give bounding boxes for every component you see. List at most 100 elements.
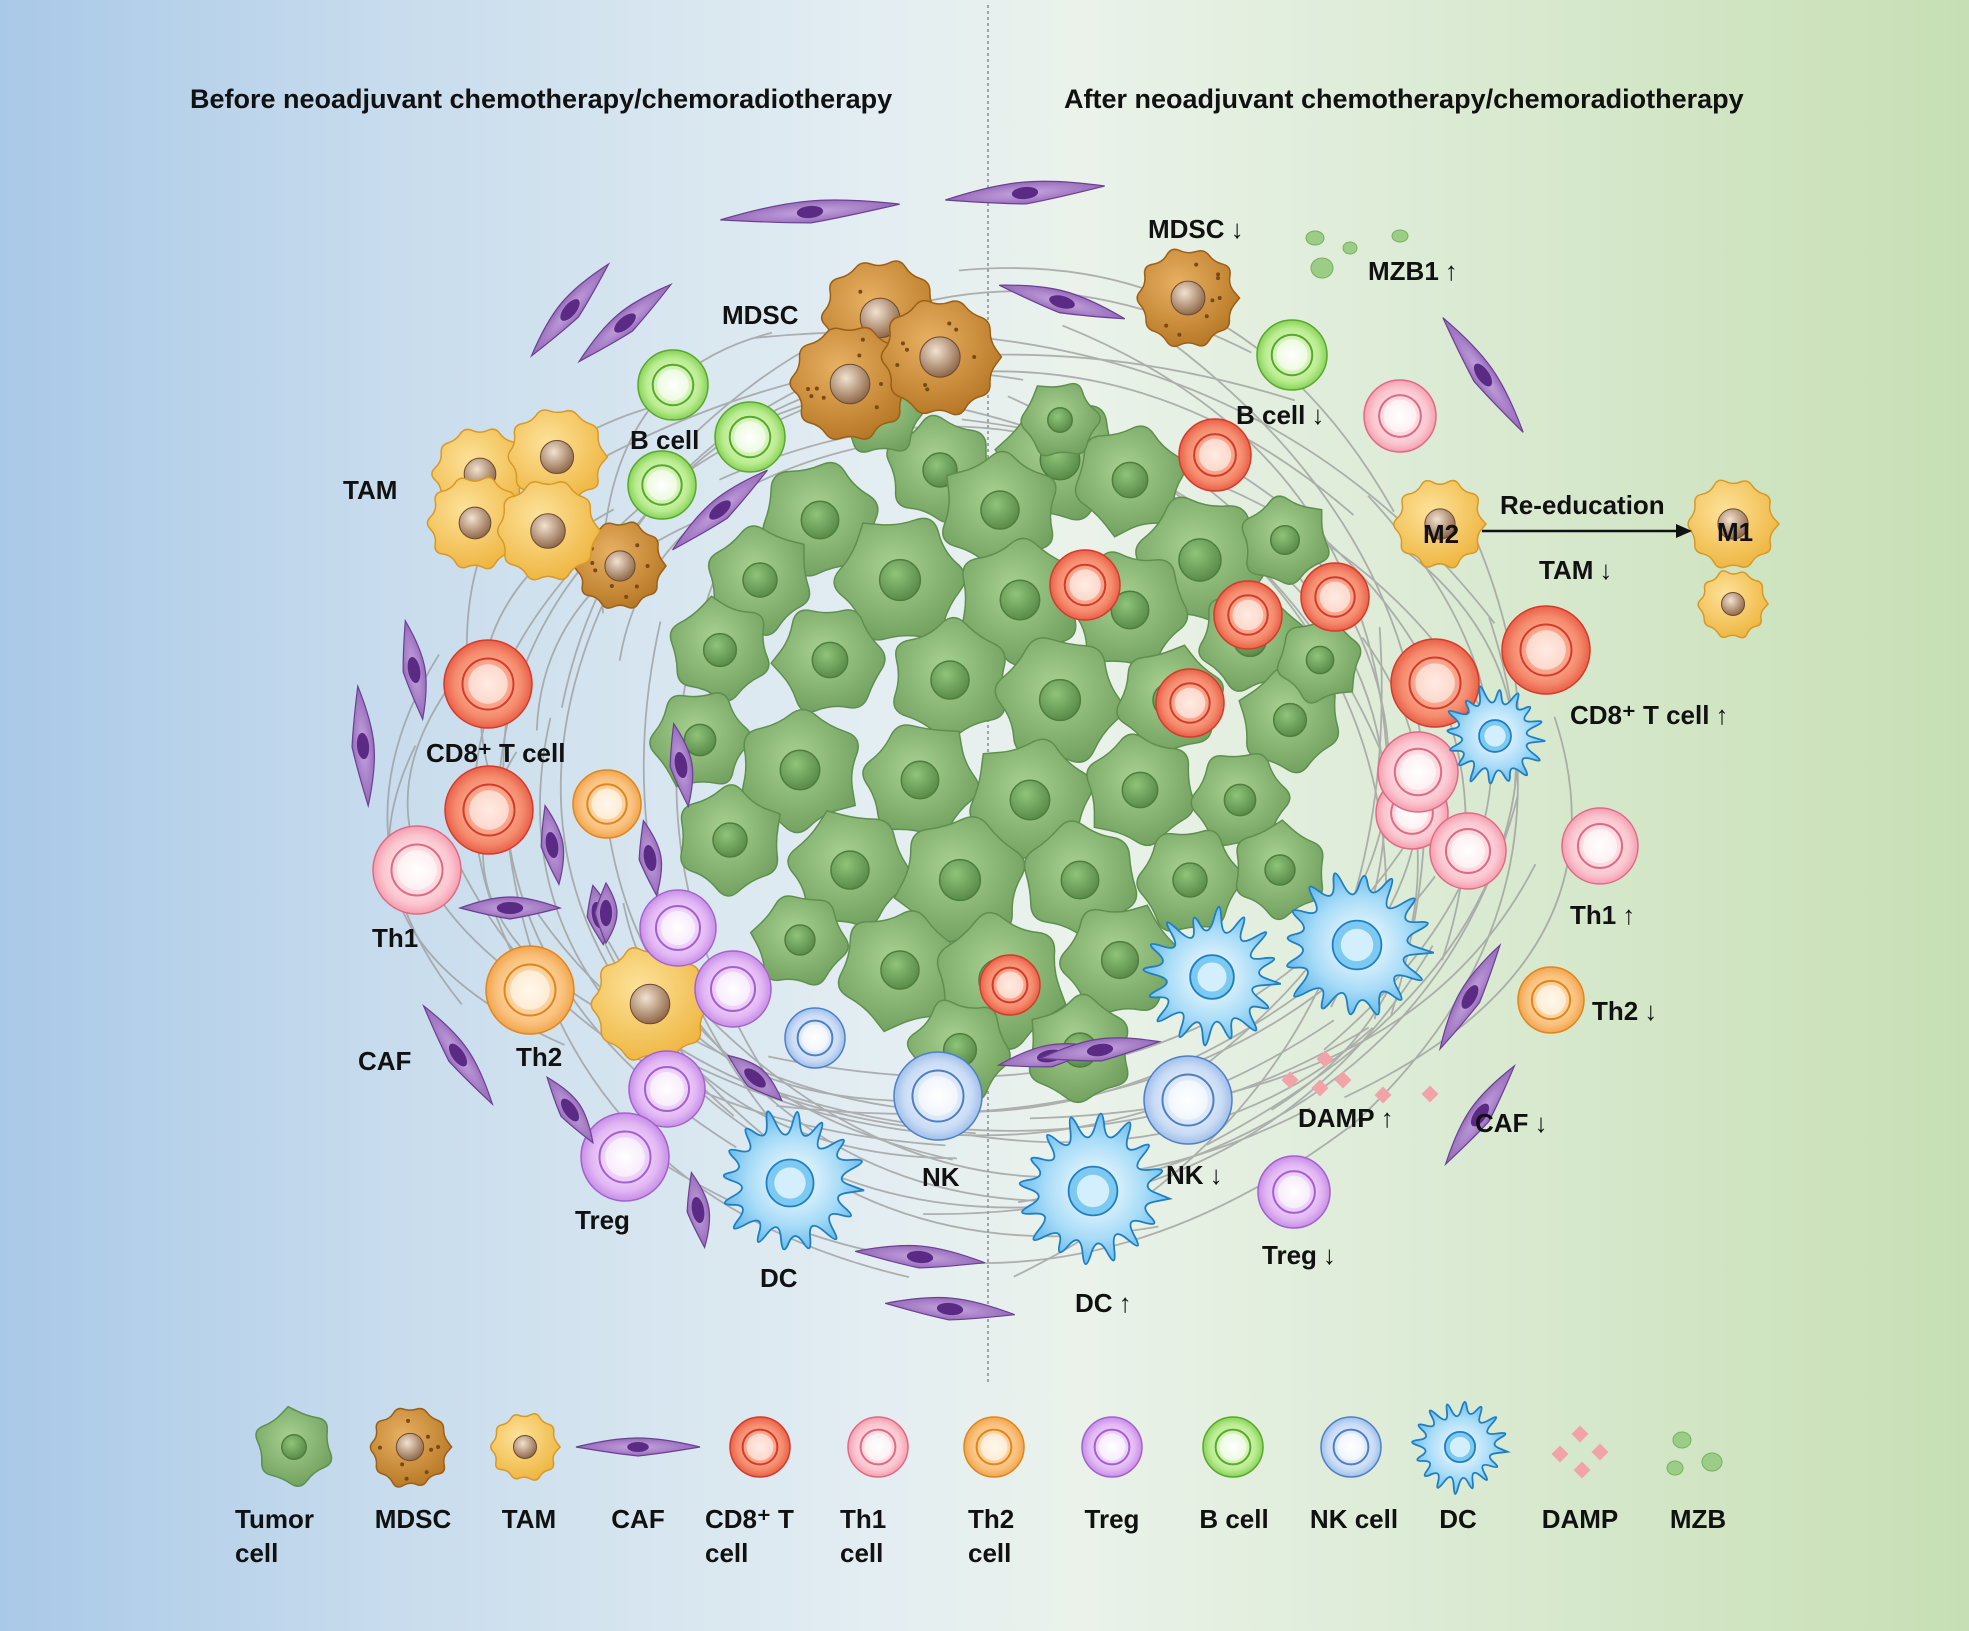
caf-cell [686,1171,711,1250]
dc-cell [1446,685,1546,785]
matrix-fiber [642,621,781,1132]
b-cell [637,349,709,421]
label-re-education: Re-education [1500,490,1665,520]
matrix-fiber [691,1019,1335,1137]
tumor-cell [1059,904,1182,1016]
label-mdsc-after-text: MDSC [1148,214,1225,244]
caf-cell [1442,317,1524,433]
label-cd8-after-text: CD8⁺ T cell [1570,700,1710,730]
label-bcell-after: B cell↓ [1236,400,1324,430]
matrix-fiber [923,945,1434,1215]
nk-cell [893,1051,983,1141]
b-cell [627,450,697,520]
mdsc-cell [1136,248,1241,348]
tumor-cell [787,810,912,927]
label-treg-after: Treg↓ [1262,1240,1336,1270]
mdsc-cell [574,521,667,609]
treg-cell [580,1112,670,1202]
tumor-cell [770,609,886,713]
th2-cell [1517,966,1585,1034]
arrow-down-icon: ↓ [1311,400,1325,430]
treg-cell [639,889,717,967]
b-cell [714,401,786,473]
dc-cell [1142,905,1282,1047]
damp-particle [1551,1445,1569,1463]
legend-cd8 [729,1416,791,1478]
caf-cell [575,1437,701,1457]
legend-th1 [847,1416,909,1478]
caf-cell [945,180,1105,205]
mzb-particle [1666,1460,1684,1476]
arrow-down-icon: ↓ [1534,1108,1548,1138]
caf-cell [638,819,663,898]
label-dc-before: DC [760,1263,798,1293]
mdsc-cell [880,299,1003,416]
matrix-fiber [1348,617,1519,1129]
cd8-t-cell [1390,638,1480,728]
label-mzb1-after: MZB1↑ [1368,256,1458,286]
tam-cell [490,1412,562,1481]
legend-label-cd8: CD8⁺ T cell [705,1504,794,1568]
cd8-t-cell [444,765,534,855]
cd8-t-cell [1155,668,1225,738]
label-nk-after-text: NK [1166,1160,1204,1190]
label-m1: M1 [1717,517,1754,547]
cd8-t-cell [1049,549,1121,621]
tumor-cell [893,816,1026,943]
tumor-cell [680,784,782,897]
arrow-up-icon: ↑ [1715,700,1729,730]
arrow-up-icon: ↑ [1118,1288,1132,1318]
treg-cell [694,950,772,1028]
caf-cell [720,199,900,224]
label-dc-after: DC↑ [1075,1288,1132,1318]
arrow-down-icon: ↓ [1599,555,1613,585]
caf-cell [402,618,427,722]
caf-cell [457,896,563,920]
caf-cell [1038,1037,1162,1062]
dc-cell [1018,1112,1173,1266]
nk-cell [1143,1055,1233,1145]
arrow-down-icon: ↓ [1209,1160,1223,1190]
tumor-cell [994,637,1129,763]
label-m2: M2 [1423,519,1460,549]
legend-label-damp: DAMP [1541,1504,1619,1534]
cd8-t-cell [979,954,1041,1016]
dc-cell [1286,872,1435,1016]
tam-cell [1687,479,1780,569]
legend-label-th1: Th1 cell [840,1504,887,1568]
mzb-particle [1391,229,1409,243]
legend-label-bcell: B cell [1199,1504,1269,1534]
caf-cell [422,1003,494,1107]
arrow-down-icon: ↓ [1322,1240,1336,1270]
treg-cell [628,1050,706,1128]
tumor-cell [1074,425,1186,538]
damp-particle [1281,1071,1299,1089]
tam-cell [496,480,602,581]
legend-label-tumor: Tumor cell [235,1504,314,1568]
mdsc-cell [369,1407,453,1488]
legend-label-caf: CAF [611,1504,665,1534]
label-caf-after-text: CAF [1475,1108,1529,1138]
label-th2-after: Th2↓ [1592,996,1657,1026]
tam-cell [426,476,525,570]
th1-cell [1561,807,1639,885]
tumor-cell [1241,495,1330,585]
tumor-cell [1235,819,1324,921]
tumor-cell [749,895,849,986]
label-treg-before: Treg [575,1205,630,1235]
tumor-cell [960,537,1078,666]
th2-cell [572,769,642,839]
caf-cell [855,1244,985,1269]
label-damp-after-text: DAMP [1298,1103,1375,1133]
caf-cell [672,469,768,551]
label-caf-before: CAF [358,1046,412,1076]
treg-cell [1257,1155,1331,1229]
dc-cell [722,1110,865,1251]
damp-particle [1591,1443,1609,1461]
th1-cell [1429,812,1507,890]
arrow-down-icon: ↓ [1644,996,1658,1026]
legend-bcell [1202,1416,1264,1478]
tumor-cell [669,595,770,702]
label-mdsc-after: MDSC↓ [1148,214,1244,244]
